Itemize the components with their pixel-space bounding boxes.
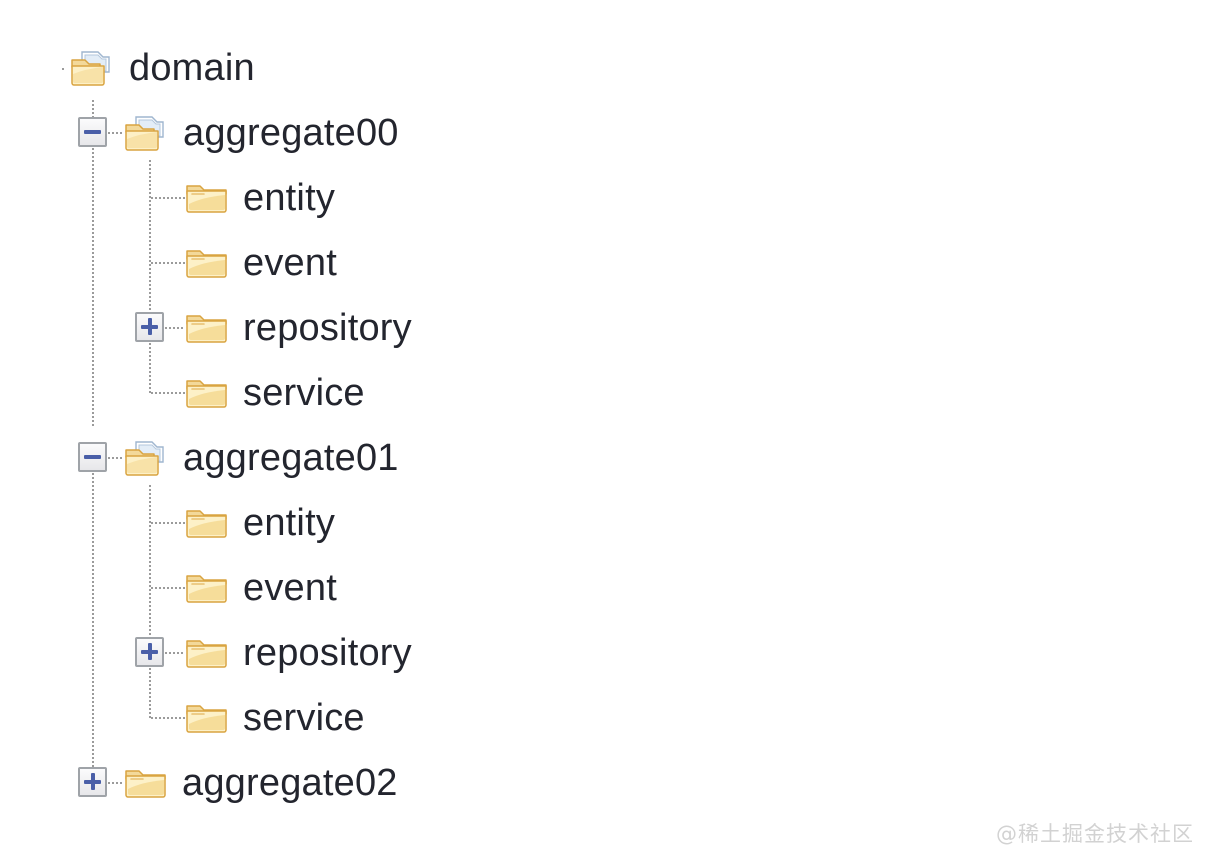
expander-aggregate01-repository[interactable]	[135, 637, 164, 667]
tree-node-label: domain	[129, 46, 255, 89]
open-folder-icon	[124, 113, 172, 155]
tree-node-label: aggregate00	[183, 111, 399, 154]
tree-line-horizontal-agg02	[108, 782, 124, 784]
folder-icon	[185, 375, 231, 413]
tree-node-aggregate00[interactable]: aggregate00	[124, 106, 399, 162]
tree-line-horizontal-agg01-entity	[151, 522, 185, 524]
tree-line-horizontal-agg01-event	[151, 587, 185, 589]
tree-line-horizontal-agg00-repository	[165, 327, 185, 329]
tree-node-aggregate00-service[interactable]: service	[185, 366, 365, 422]
folder-icon	[185, 180, 231, 218]
open-folder-icon	[124, 438, 172, 480]
tree-node-aggregate00-event[interactable]: event	[185, 236, 337, 292]
folder-icon	[185, 505, 231, 543]
expander-aggregate00-repository[interactable]	[135, 312, 164, 342]
folder-icon	[124, 765, 170, 803]
tree-line-horizontal-agg00-event	[151, 262, 185, 264]
tree-node-aggregate01-repository[interactable]: repository	[185, 626, 412, 682]
tree-line-horizontal-agg01	[108, 457, 124, 459]
folder-icon	[185, 700, 231, 738]
tree-node-label: event	[243, 241, 337, 284]
tree-node-label: repository	[243, 631, 412, 674]
folder-icon	[185, 635, 231, 673]
tree-node-label: service	[243, 371, 365, 414]
folder-icon	[185, 310, 231, 348]
tree-node-aggregate02[interactable]: aggregate02	[124, 756, 398, 812]
tree-line-vertical-agg00-b	[149, 343, 151, 395]
tree-line-horizontal-agg00	[108, 132, 124, 134]
tree-line-horizontal-agg00-service	[151, 392, 185, 394]
expander-aggregate01[interactable]	[78, 442, 107, 472]
tree-line-horizontal-agg00-entity	[151, 197, 185, 199]
tree-line-horizontal-agg01-service	[151, 717, 185, 719]
folder-icon	[185, 245, 231, 283]
tree-node-aggregate01-event[interactable]: event	[185, 561, 337, 617]
tree-line-vertical-root-b	[92, 473, 94, 771]
tree-node-aggregate01-service[interactable]: service	[185, 691, 365, 747]
tree-line-vertical-root-a	[92, 148, 94, 426]
tree-node-aggregate00-repository[interactable]: repository	[185, 301, 412, 357]
tree-node-label: repository	[243, 306, 412, 349]
tree-node-domain[interactable]: domain	[70, 41, 255, 97]
tree-node-aggregate01-entity[interactable]: entity	[185, 496, 335, 552]
tree-node-label: event	[243, 566, 337, 609]
expander-aggregate00[interactable]	[78, 117, 107, 147]
tree-node-aggregate01[interactable]: aggregate01	[124, 431, 399, 487]
tree-node-aggregate00-entity[interactable]: entity	[185, 171, 335, 227]
tree-line-vertical-agg01-b	[149, 668, 151, 720]
folder-icon	[185, 570, 231, 608]
tree-node-label: entity	[243, 501, 336, 544]
tree-line-vertical-agg01-a	[149, 485, 151, 638]
watermark: @稀土掘金技术社区	[996, 822, 1194, 846]
tree-line-horizontal-agg01-repository	[165, 652, 185, 654]
tree-node-label: service	[243, 696, 365, 739]
tree-line-vertical-agg00-a	[149, 160, 151, 313]
tree-node-label: aggregate01	[183, 436, 399, 479]
tree-node-label: entity	[243, 176, 336, 219]
open-folder-icon	[70, 48, 118, 90]
tree-node-label: aggregate02	[182, 761, 398, 804]
expander-aggregate02[interactable]	[78, 767, 107, 797]
tree-line-stub	[62, 68, 64, 70]
